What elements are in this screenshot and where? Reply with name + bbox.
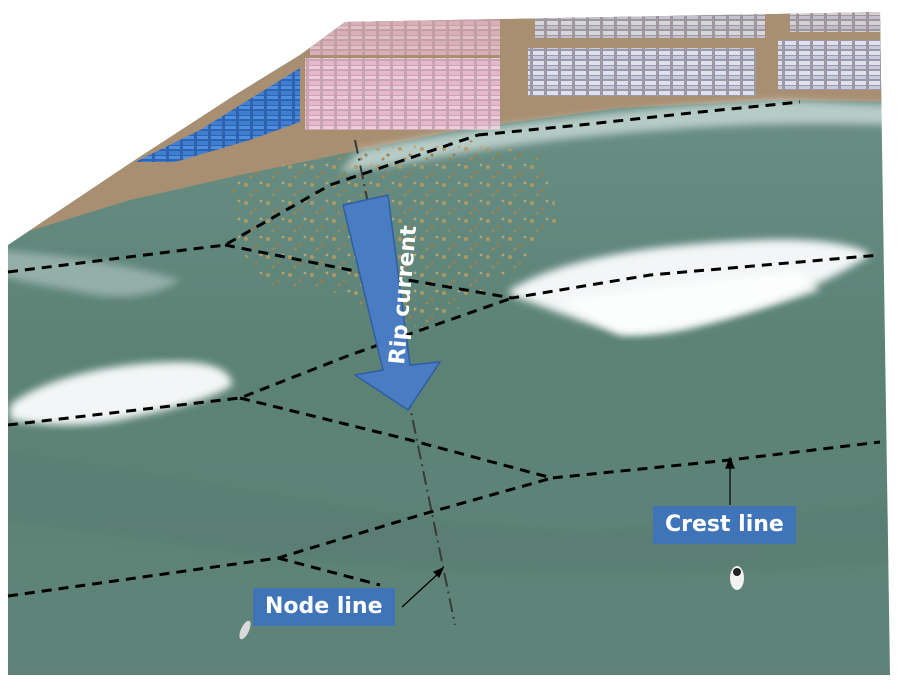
- arrow-shape: [342, 194, 442, 412]
- crest-lines: [7, 100, 881, 598]
- umbrella-rows-right: [778, 40, 890, 90]
- node-pointer-head: [432, 566, 445, 579]
- umbrella-rows-pink: [305, 58, 500, 130]
- crest-line-7: [277, 556, 381, 587]
- umbrella-rows-blue: [135, 68, 300, 162]
- shoreline-foam: [340, 100, 890, 172]
- crest-line-1: [477, 100, 801, 137]
- node-line-label: Node line: [253, 588, 395, 627]
- crest-line-2: [7, 133, 479, 274]
- surfer-left: [239, 620, 251, 640]
- umbrella-rows-white: [528, 48, 756, 96]
- crest-pointer-head: [725, 456, 735, 469]
- crest-line-label: Crest line: [653, 506, 796, 545]
- crest-line-6: [7, 476, 553, 598]
- pointer-arrows: [401, 456, 735, 608]
- node-pointer-line: [401, 571, 441, 608]
- breaking-wave-foam-left: [10, 362, 232, 425]
- crest-line-4: [7, 296, 513, 427]
- swimmers-crowd: [230, 140, 560, 330]
- crest-line-5: [239, 396, 881, 480]
- crest-line-3: [224, 243, 881, 300]
